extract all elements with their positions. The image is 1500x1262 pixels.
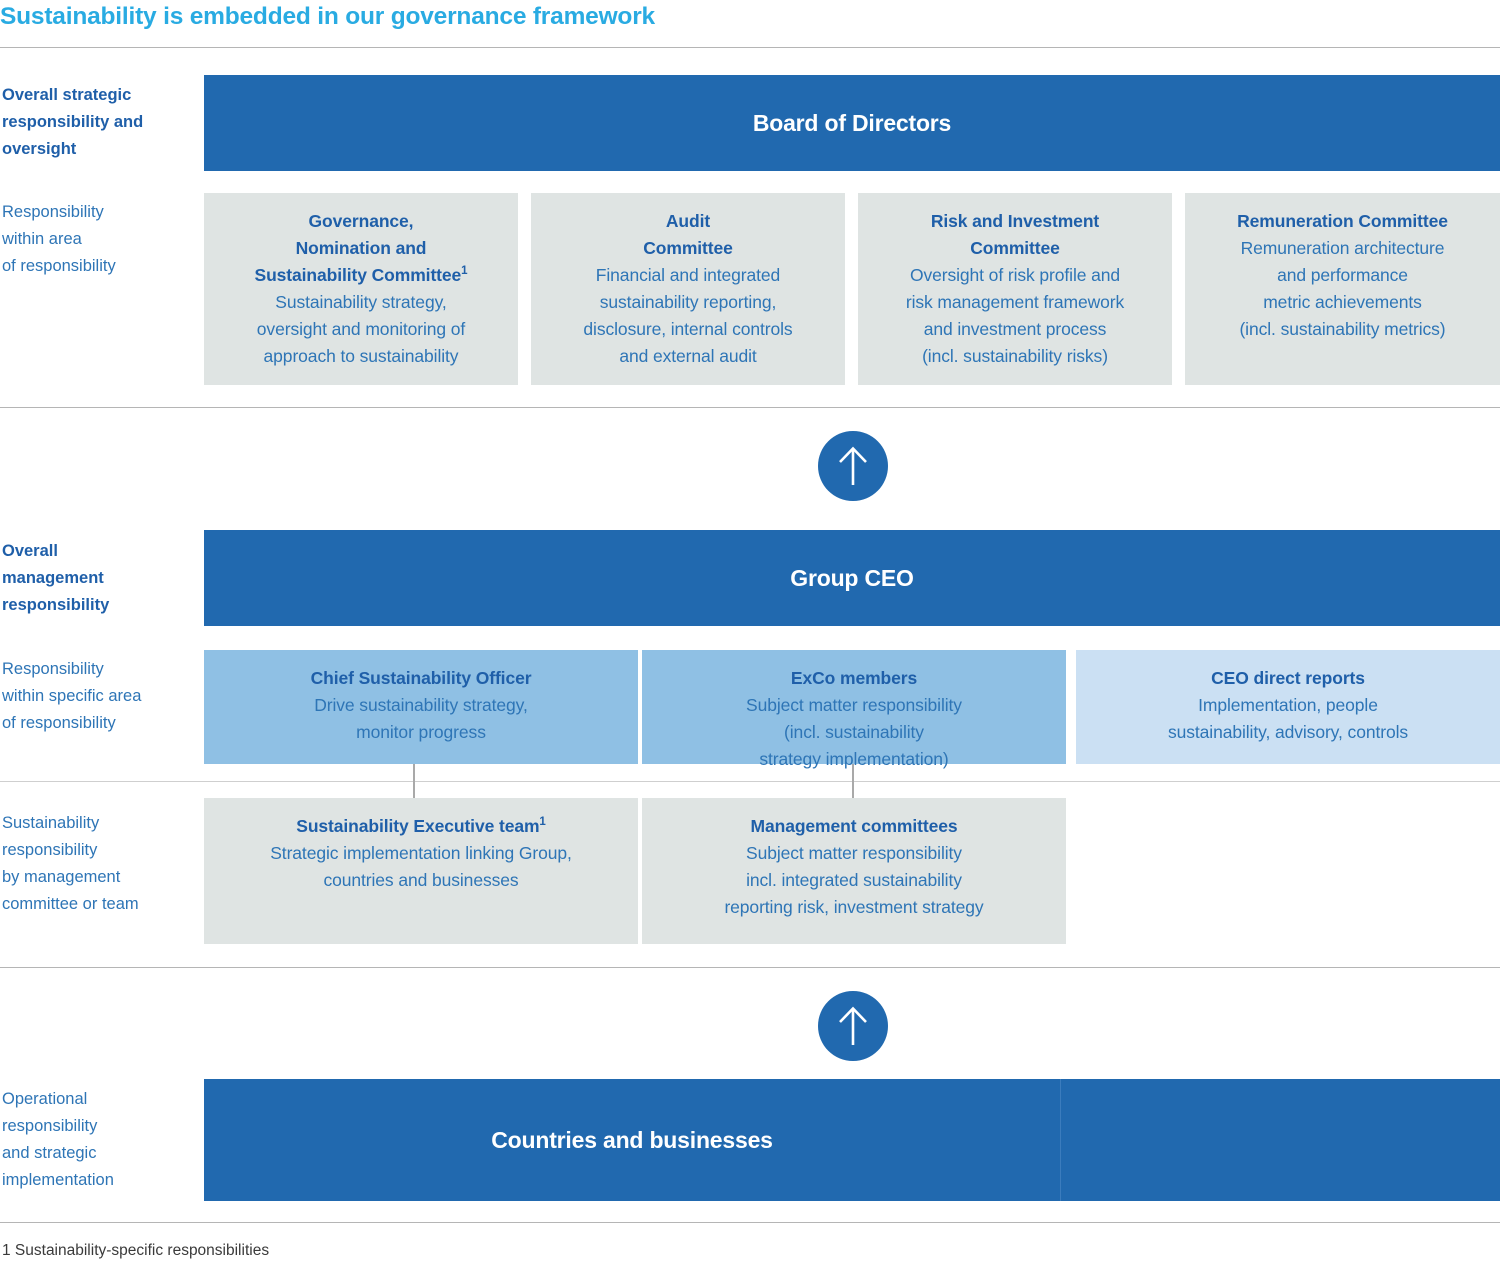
row-label-line: Responsibility [2, 203, 104, 221]
row-label-line: responsibility [2, 596, 110, 614]
divider-management-section [0, 967, 1500, 968]
card-risk-and-investment-committee[interactable]: Risk and Investment Committee Oversight … [858, 193, 1172, 385]
arrow-up-icon [839, 1006, 867, 1045]
card-title-text: Sustainability Executive team [296, 816, 540, 836]
card-body-line: Subject matter responsibility [746, 843, 962, 863]
row-label-line: oversight [2, 140, 77, 158]
row-label-line: Overall strategic [2, 86, 132, 104]
row-label-committee-responsibility: Responsibility within area of responsibi… [2, 199, 197, 280]
row-label-line: responsibility and [2, 113, 144, 131]
card-body-line: Sustainability strategy, [275, 292, 447, 312]
card-body-line: (incl. sustainability [784, 722, 924, 742]
card-title-line: Committee [643, 238, 733, 258]
card-body-line: Implementation, people [1198, 695, 1378, 715]
divider-top [0, 47, 1500, 48]
row-label-line: of responsibility [2, 257, 116, 275]
card-title-line: Chief Sustainability Officer [310, 668, 532, 688]
connector-exco-to-management-committees [852, 764, 854, 798]
row-label-board-oversight: Overall strategic responsibility and ove… [2, 82, 197, 163]
divider-management-rows [0, 781, 1500, 782]
card-remuneration-committee[interactable]: Remuneration Committee Remuneration arch… [1185, 193, 1500, 385]
card-body-line: Drive sustainability strategy, [314, 695, 528, 715]
card-body-line: (incl. sustainability metrics) [1239, 319, 1446, 339]
card-body-line: disclosure, internal controls [583, 319, 793, 339]
card-body-line: reporting risk, investment strategy [724, 897, 984, 917]
card-title-line: Committee [970, 238, 1060, 258]
card-title-line: CEO direct reports [1211, 668, 1365, 688]
banner-label: Board of Directors [752, 109, 952, 136]
card-ceo-direct-reports[interactable]: CEO direct reports Implementation, peopl… [1076, 650, 1500, 764]
row-label-line: implementation [2, 1171, 114, 1189]
card-title-line: Sustainability Committee1 [255, 262, 468, 289]
row-label-line: Responsibility [2, 660, 104, 678]
row-label-line: within area [2, 230, 82, 248]
card-body-line: and investment process [923, 319, 1107, 339]
card-body-line: strategy implementation) [759, 749, 949, 769]
banner-group-ceo: Group CEO [204, 530, 1500, 626]
divider-footnote [0, 1222, 1500, 1223]
card-body-line: monitor progress [356, 722, 486, 742]
footnote-marker: 1 [461, 265, 468, 278]
banner-countries-and-businesses: Countries and businesses [204, 1079, 1500, 1201]
row-label-line: Sustainability [2, 814, 100, 832]
row-label-line: Overall [2, 542, 58, 560]
card-title-line: Remuneration Committee [1237, 211, 1448, 231]
card-body-line: metric achievements [1263, 292, 1422, 312]
row-label-line: management [2, 569, 104, 587]
card-body-line: and performance [1277, 265, 1408, 285]
row-label-line: by management [2, 868, 121, 886]
card-title-line: Sustainability Executive team1 [296, 813, 546, 840]
card-title-text: Sustainability Committee [254, 265, 462, 285]
card-body-line: sustainability, advisory, controls [1167, 722, 1409, 742]
card-body-line: incl. integrated sustainability [746, 870, 962, 890]
row-label-line: committee or team [2, 895, 139, 913]
card-body-line: Oversight of risk profile and [909, 265, 1121, 285]
banner-label: Group CEO [790, 564, 914, 591]
banner-divider [1060, 1079, 1061, 1201]
arrow-up-icon [839, 446, 867, 485]
row-label-management-responsibility: Overall management responsibility [2, 538, 197, 619]
card-title-line: Audit [665, 211, 711, 231]
row-label-line: within specific area [2, 687, 142, 705]
card-sustainability-executive-team[interactable]: Sustainability Executive team1 Strategic… [204, 798, 638, 944]
row-label-operational-responsibility: Operational responsibility and strategic… [2, 1086, 197, 1194]
footnote-marker: 1 [539, 816, 546, 829]
card-body-line: and external audit [619, 346, 757, 366]
card-title-line: Nomination and [295, 238, 427, 258]
card-title-line: ExCo members [790, 668, 918, 688]
card-body-line: (incl. sustainability risks) [922, 346, 1108, 366]
card-body-line: Remuneration architecture [1240, 238, 1445, 258]
banner-label: Countries and businesses [491, 1126, 773, 1153]
card-management-committees[interactable]: Management committees Subject matter res… [642, 798, 1066, 944]
arrow-up-circle-countries [818, 991, 888, 1061]
divider-board-section [0, 407, 1500, 408]
card-audit-committee[interactable]: Audit Committee Financial and integrated… [531, 193, 845, 385]
row-label-management-committee-responsibility: Sustainability responsibility by managem… [2, 810, 197, 918]
card-body-line: oversight and monitoring of [256, 319, 466, 339]
card-title-line: Governance, [308, 211, 414, 231]
card-governance-nomination-sustainability-committee[interactable]: Governance, Nomination and Sustainabilit… [204, 193, 518, 385]
page-title: Sustainability is embedded in our govern… [0, 3, 655, 30]
row-label-line: of responsibility [2, 714, 116, 732]
row-label-line: responsibility [2, 841, 98, 859]
card-body-line: Financial and integrated [595, 265, 781, 285]
card-body-line: countries and businesses [323, 870, 519, 890]
card-chief-sustainability-officer[interactable]: Chief Sustainability Officer Drive susta… [204, 650, 638, 764]
row-label-line: responsibility [2, 1117, 98, 1135]
card-exco-members[interactable]: ExCo members Subject matter responsibili… [642, 650, 1066, 769]
card-title-line: Management committees [750, 816, 958, 836]
row-label-specific-responsibility: Responsibility within specific area of r… [2, 656, 197, 737]
row-label-line: and strategic [2, 1144, 97, 1162]
card-body-line: Strategic implementation linking Group, [270, 843, 572, 863]
card-body-line: Subject matter responsibility [746, 695, 962, 715]
card-body-line: risk management framework [905, 292, 1125, 312]
footnote-text: 1 Sustainability-specific responsibiliti… [2, 1242, 270, 1259]
card-title-line: Risk and Investment [930, 211, 1100, 231]
connector-cso-to-sustainability-team [413, 764, 415, 798]
arrow-up-circle-board [818, 431, 888, 501]
row-label-line: Operational [2, 1090, 88, 1108]
card-body-line: approach to sustainability [263, 346, 459, 366]
banner-board-of-directors: Board of Directors [204, 75, 1500, 171]
card-body-line: sustainability reporting, [599, 292, 777, 312]
